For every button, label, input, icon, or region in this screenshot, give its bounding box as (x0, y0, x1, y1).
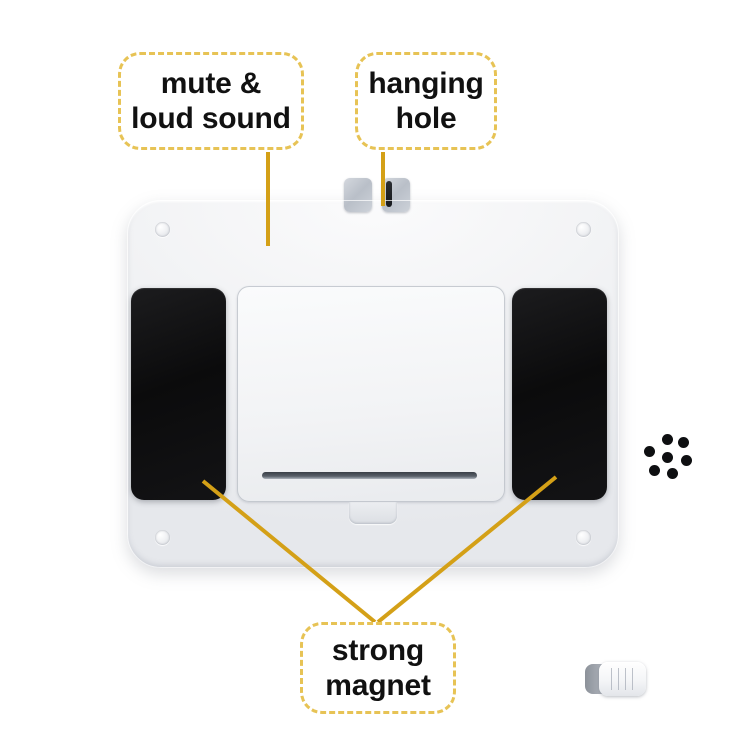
battery-cover-release-tab[interactable] (349, 502, 397, 524)
callout-magnet-line-1: strong (331, 633, 425, 667)
callout-mute-line-2: loud sound (131, 102, 291, 135)
callout-magnet-line-2: magnet (325, 669, 431, 702)
callout-hanging-hole: hanging hole (355, 52, 497, 150)
screw-bottom-right (576, 530, 591, 545)
battery-cover[interactable] (237, 286, 505, 502)
screw-top-right (576, 222, 591, 237)
device-back-panel (127, 178, 692, 696)
magnet-pad-left (131, 288, 226, 500)
screw-bottom-left (155, 530, 170, 545)
screw-top-left (155, 222, 170, 237)
speaker-grille (637, 432, 699, 484)
magnet-pad-right (512, 288, 607, 500)
battery-cover-groove (262, 472, 477, 479)
volume-switch-knob[interactable] (599, 662, 646, 696)
callout-strong-magnet: strong magnet (300, 622, 456, 714)
hanging-hole-slot (386, 181, 392, 207)
callout-mute-line-1: mute & (160, 66, 262, 100)
callout-mute-loud-sound: mute & loud sound (118, 52, 304, 150)
callout-hole-line-1: hanging (368, 66, 484, 100)
callout-hole-line-2: hole (395, 102, 457, 135)
hanging-tab-left (344, 178, 372, 212)
